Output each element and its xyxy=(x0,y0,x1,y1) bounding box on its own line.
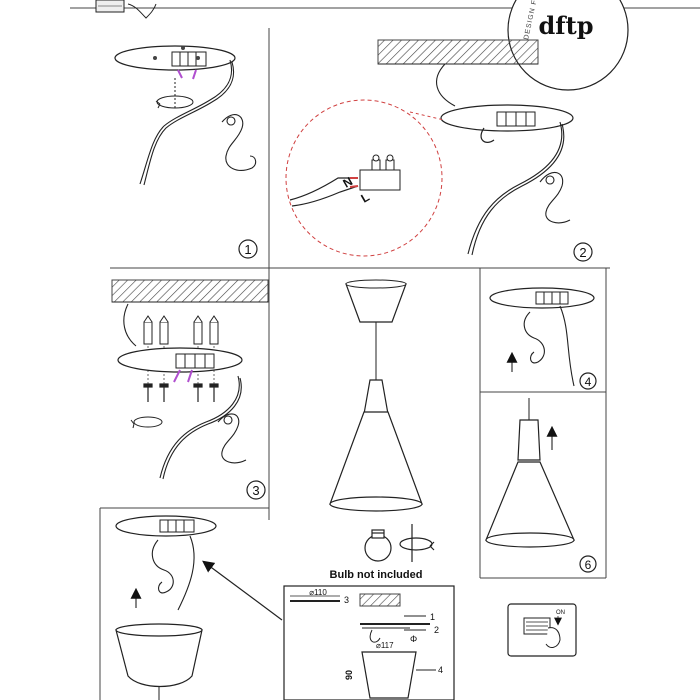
cable-hook-icon xyxy=(151,539,174,594)
connector-block-icon xyxy=(359,154,401,191)
pointer-arrow xyxy=(202,560,283,621)
phi-symbol: Φ xyxy=(410,634,417,644)
hand-icon xyxy=(545,627,561,648)
pendant-lamp-assembled xyxy=(329,279,423,512)
cable-hook-icon xyxy=(217,413,247,464)
step-3-number: 3 xyxy=(252,483,259,498)
step-1-number: 1 xyxy=(244,242,251,257)
step-5-panel xyxy=(115,515,283,700)
wire-neutral xyxy=(289,177,358,201)
lamp-neck xyxy=(517,419,541,461)
bulb-icon xyxy=(364,529,392,562)
shade-height: 90 xyxy=(344,670,354,680)
wire-live xyxy=(291,185,359,207)
terminal-block-icon xyxy=(171,51,207,67)
step-6-number: 6 xyxy=(585,558,592,572)
shade-diameter: ⌀117 xyxy=(376,641,394,650)
switch-detail: ON xyxy=(507,603,577,657)
lamp-shade-top xyxy=(115,629,203,687)
ceiling-hatch xyxy=(359,593,401,607)
cable-hook-icon xyxy=(523,311,545,364)
ceiling-hatch xyxy=(111,279,269,303)
bulb-caption: Bulb not included xyxy=(330,569,423,581)
step-4-panel: 4 xyxy=(489,287,597,390)
step-2-panel: 2 xyxy=(377,39,593,262)
live-label: L xyxy=(359,190,372,206)
rotate-arrow-icon xyxy=(155,78,194,110)
step-1-number-badge xyxy=(238,239,258,259)
screw-icon xyxy=(143,383,219,402)
terminal-block-icon xyxy=(175,353,215,369)
ceiling-hatch xyxy=(377,39,539,65)
terminal-block-icon xyxy=(159,519,195,533)
rotate-arrow-icon xyxy=(399,524,435,562)
callout-3: 3 xyxy=(344,595,349,605)
step-2-number: 2 xyxy=(579,245,586,260)
cable xyxy=(139,59,232,185)
step-2-number-badge xyxy=(573,242,593,262)
canopy-diameter: ⌀110 xyxy=(309,588,327,597)
dimension-detail: ⌀110 3 1 2 Φ ⌀117 90 4 xyxy=(283,585,455,700)
rotate-arrow-icon xyxy=(130,416,163,429)
step-1-panel: 1 xyxy=(114,45,258,259)
lamp-neck xyxy=(363,379,389,415)
wiring-detail: N L xyxy=(285,99,445,257)
switch-on-label: ON xyxy=(556,610,565,616)
brand-logo: dftp DESIGN FO xyxy=(507,0,629,91)
callout-2: 2 xyxy=(434,625,439,635)
step-6-number-badge xyxy=(579,555,597,573)
switch-icon xyxy=(523,617,551,635)
step-3-number-badge xyxy=(246,480,266,500)
shade-section xyxy=(361,651,417,699)
lamp-shade xyxy=(485,461,575,541)
cable-hook-icon xyxy=(539,171,571,224)
cable-hook-icon xyxy=(221,114,257,171)
terminal-block-icon xyxy=(496,111,536,127)
canopy xyxy=(345,283,407,323)
step-3-panel: 3 xyxy=(111,279,269,500)
callout-4: 4 xyxy=(438,665,443,675)
hand-switch-fragment-icon xyxy=(95,0,157,19)
terminal-block-icon xyxy=(535,291,569,305)
brand-logo-text: dftp xyxy=(539,11,594,40)
step-6-panel: 6 xyxy=(485,398,597,573)
lamp-shade xyxy=(329,411,423,505)
callout-1: 1 xyxy=(430,612,435,622)
wall-plug-icon xyxy=(143,315,219,345)
step-4-number: 4 xyxy=(585,375,592,389)
step-4-number-badge xyxy=(579,372,597,390)
